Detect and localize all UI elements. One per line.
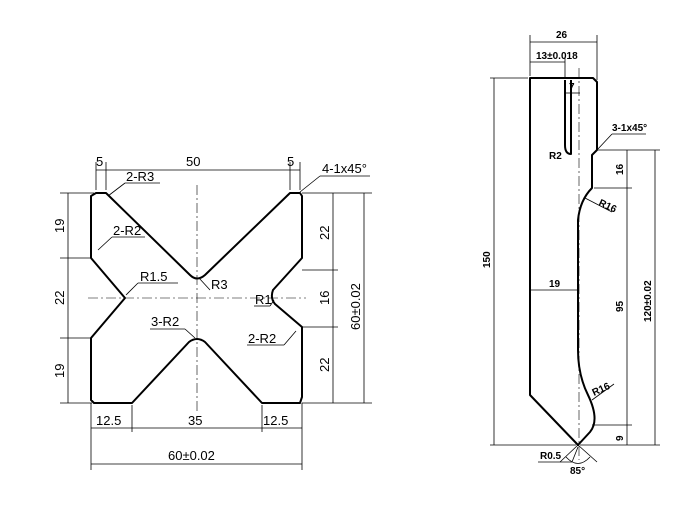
dim-top-5-right: 5 xyxy=(287,154,294,169)
radius-note-2-r2-top: 2-R2 xyxy=(113,223,141,238)
leader-line xyxy=(269,299,275,307)
dim-overall-height: 60±0.02 xyxy=(348,283,363,330)
dim-bottom-12-5-left: 12.5 xyxy=(96,413,121,428)
tip-radius: R0.5 xyxy=(540,451,562,462)
dim-19: 19 xyxy=(549,279,561,290)
x-die-outline xyxy=(90,192,303,404)
dim-bottom-35: 35 xyxy=(188,413,202,428)
corner-radius-r2: R2 xyxy=(549,151,562,162)
dim-width-26: 26 xyxy=(556,30,568,41)
leader-line xyxy=(591,383,615,401)
leader-line xyxy=(283,330,297,346)
left-view: 5 50 5 4-1x45° 2-R3 2-R2 R1.5 R3 3-R2 R1… xyxy=(52,154,372,470)
dim-top-5-left: 5 xyxy=(96,154,103,169)
leader-line xyxy=(97,236,113,251)
angle-arc xyxy=(565,456,591,464)
dim-left-19-top: 19 xyxy=(52,219,67,233)
dim-offset-7: 7 xyxy=(569,82,575,93)
right-view: 26 13±0.018 7 3-1x45° R2 150 19 16 95 9 … xyxy=(482,30,660,477)
dim-right-22-bottom: 22 xyxy=(317,358,332,372)
dim-overall-width: 60±0.02 xyxy=(168,448,215,463)
dim-bottom-12-5-right: 12.5 xyxy=(263,413,288,428)
radius-note-2-r3: 2-R3 xyxy=(126,169,154,184)
dim-95: 95 xyxy=(615,300,626,312)
dim-120: 120±0.02 xyxy=(643,280,654,322)
dim-9: 9 xyxy=(615,435,626,441)
leader-line xyxy=(198,277,211,291)
radius-note-3-r2: 3-R2 xyxy=(151,314,179,329)
leader-line xyxy=(571,446,579,463)
dim-left-22: 22 xyxy=(52,291,67,305)
leader-line xyxy=(596,133,613,151)
radius-note-2-r2-bottom: 2-R2 xyxy=(248,331,276,346)
blade-outline xyxy=(529,77,598,446)
dim-height-150: 150 xyxy=(482,251,493,268)
chamfer-note-right: 3-1x45° xyxy=(612,123,647,134)
leader-line xyxy=(107,182,126,197)
leader-line xyxy=(299,175,321,193)
angle-line xyxy=(559,444,579,463)
dim-width-13: 13±0.018 xyxy=(536,51,578,62)
dim-right-22-top: 22 xyxy=(317,226,332,240)
blade-slot xyxy=(564,80,572,155)
chamfer-note: 4-1x45° xyxy=(322,161,367,176)
leader-line xyxy=(184,328,196,339)
angle-line xyxy=(577,444,598,463)
leader-line xyxy=(125,282,139,296)
dim-left-19-bottom: 19 xyxy=(52,364,67,378)
radius-note-r3: R3 xyxy=(211,277,228,292)
radius-lower-r16: R16 xyxy=(591,381,613,399)
radius-note-r1-5: R1.5 xyxy=(140,269,167,284)
dim-16: 16 xyxy=(615,163,626,175)
radius-note-r1: R1 xyxy=(255,292,272,307)
dim-top-50: 50 xyxy=(186,154,200,169)
leader-line xyxy=(584,197,613,213)
radius-upper-r16: R16 xyxy=(597,198,619,216)
tip-angle: 85° xyxy=(570,466,585,477)
dim-right-16: 16 xyxy=(317,291,332,305)
